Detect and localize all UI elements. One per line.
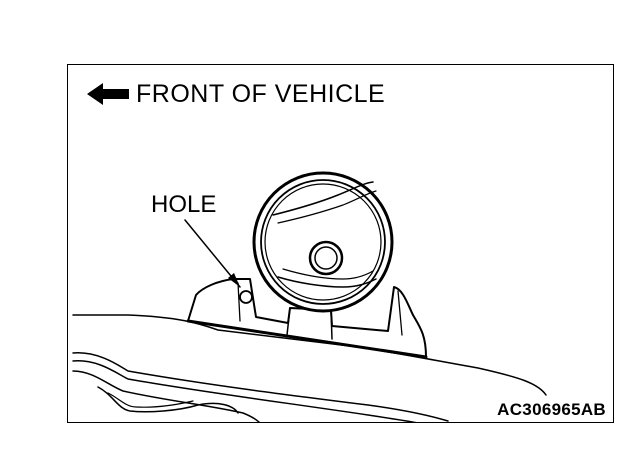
center-bolt-outer xyxy=(308,240,344,276)
bracket-stem-left xyxy=(286,307,291,336)
body-contour-1 xyxy=(72,352,449,422)
arrow-left-icon xyxy=(87,83,129,105)
mount-drawing xyxy=(72,171,547,422)
bracket-base-outline xyxy=(187,278,427,358)
mount-rubber-ring xyxy=(264,183,382,301)
hole-marker xyxy=(239,290,253,304)
hole-label: HOLE xyxy=(151,191,217,218)
leader-arrowhead-icon xyxy=(228,273,240,287)
figure-frame: FRONT OF VEHICLE HOLE AC306965AB xyxy=(67,64,614,423)
bracket-flange-right xyxy=(397,290,403,336)
body-recess xyxy=(97,386,239,414)
bracket-flange-left xyxy=(237,282,241,322)
rubber-curve-top-inner xyxy=(277,190,377,224)
direction-label: FRONT OF VEHICLE xyxy=(136,80,386,108)
center-bolt-inner xyxy=(314,246,338,270)
rubber-curve-top xyxy=(272,181,374,216)
figure-code: AC306965AB xyxy=(497,400,606,419)
rubber-curve-bottom xyxy=(277,276,377,288)
mount-inner-ring xyxy=(260,179,386,305)
body-contour-3 xyxy=(72,370,261,422)
body-contour-2 xyxy=(72,360,417,422)
bracket-edge xyxy=(186,319,428,359)
rubber-curve-bottom-inner xyxy=(282,268,374,280)
body-recess-inner xyxy=(107,392,194,408)
bracket-stem-right xyxy=(330,309,333,340)
